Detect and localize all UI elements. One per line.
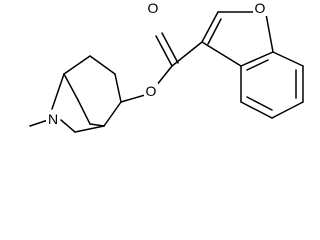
- ester-carbonyl-oxygen-label: O: [148, 0, 159, 16]
- bond: [201, 41, 242, 67]
- ester-oxygen-label: O: [146, 83, 157, 99]
- label-background: [146, 0, 160, 16]
- bond: [207, 18, 222, 45]
- bond: [240, 51, 274, 67]
- bond: [63, 73, 79, 101]
- bond: [246, 59, 269, 71]
- bond: [171, 41, 203, 67]
- amine-nitrogen-label: N: [48, 111, 58, 127]
- label-background: [253, 0, 267, 16]
- bond: [114, 73, 122, 103]
- bond: [272, 51, 304, 67]
- bond: [120, 94, 146, 103]
- bond: [63, 55, 91, 75]
- bond: [240, 101, 273, 119]
- atom-labels: O O O N: [46, 0, 267, 127]
- bond: [51, 73, 65, 110]
- label-background: [144, 83, 158, 99]
- bond: [155, 35, 173, 67]
- bond-lines: [29, 11, 304, 133]
- bond: [201, 11, 219, 43]
- bond: [265, 13, 274, 53]
- label-background: [46, 111, 60, 127]
- bond: [161, 32, 179, 64]
- bond: [77, 99, 91, 125]
- chemical-structure: O O O N: [29, 0, 304, 133]
- furan-oxygen-label: O: [255, 0, 266, 16]
- bond: [29, 119, 49, 127]
- bond: [103, 101, 122, 127]
- bond: [74, 125, 105, 133]
- bond: [271, 101, 304, 119]
- bond: [89, 123, 105, 127]
- bond: [60, 119, 76, 133]
- bond: [89, 55, 116, 75]
- bond: [155, 65, 173, 87]
- bond: [246, 96, 273, 111]
